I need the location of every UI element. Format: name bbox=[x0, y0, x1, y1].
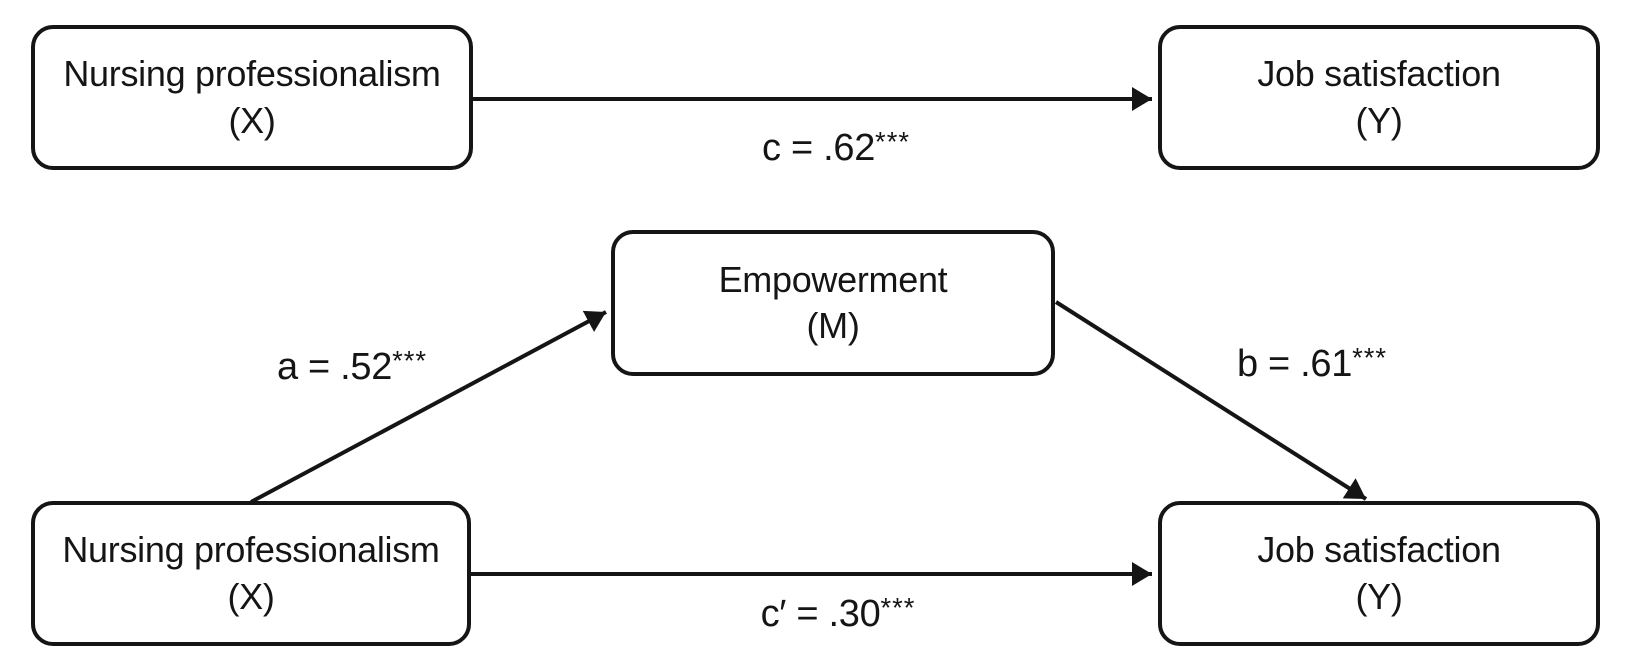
arrow-a-x-to-mediator bbox=[250, 310, 607, 504]
node-title: Empowerment bbox=[718, 258, 948, 300]
significance-stars: *** bbox=[875, 126, 910, 158]
significance-stars: *** bbox=[392, 345, 428, 377]
node-symbol: (M) bbox=[806, 305, 860, 346]
node-job-satisfaction-bottom: Job satisfaction (Y) bbox=[1158, 501, 1600, 646]
path-label-a: a = .52*** bbox=[277, 345, 427, 389]
node-job-satisfaction-top: Job satisfaction (Y) bbox=[1158, 25, 1600, 170]
coefficient-text: a = .52 bbox=[276, 345, 393, 388]
node-symbol: (Y) bbox=[1355, 99, 1403, 141]
node-symbol: (Y) bbox=[1355, 575, 1403, 617]
path-label-c: c = .62*** bbox=[762, 126, 910, 170]
significance-stars: *** bbox=[880, 592, 916, 624]
path-label-b: b = .61*** bbox=[1237, 342, 1387, 386]
coefficient-text: c′ = .30 bbox=[760, 592, 881, 635]
significance-stars: *** bbox=[1352, 342, 1388, 374]
node-title: Nursing professionalism bbox=[63, 53, 441, 95]
node-symbol: (X) bbox=[227, 575, 275, 617]
node-title: Nursing professionalism bbox=[62, 529, 440, 571]
path-label-c-prime: c′ = .30*** bbox=[761, 592, 916, 636]
node-title: Job satisfaction bbox=[1257, 53, 1501, 95]
node-title: Job satisfaction bbox=[1257, 529, 1501, 571]
node-nursing-professionalism-bottom: Nursing professionalism (X) bbox=[31, 501, 471, 646]
node-empowerment-mediator: Empowerment (M) bbox=[611, 230, 1055, 376]
arrow-b-mediator-to-y bbox=[1054, 300, 1368, 501]
node-symbol: (X) bbox=[228, 99, 276, 141]
coefficient-text: c = .62 bbox=[762, 126, 876, 169]
node-nursing-professionalism-top: Nursing professionalism (X) bbox=[31, 25, 473, 170]
coefficient-text: b = .61 bbox=[1236, 342, 1353, 385]
